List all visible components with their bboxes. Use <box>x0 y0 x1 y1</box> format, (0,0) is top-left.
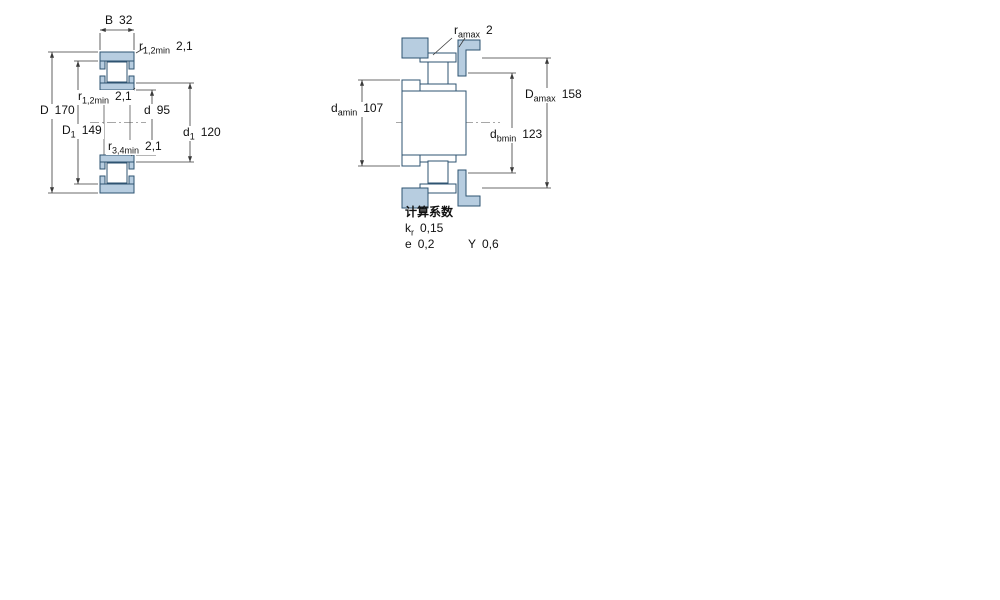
dim-value: 2,1 <box>115 89 132 103</box>
dim-value: 123 <box>522 127 543 141</box>
dim-label-r12-mid: r1,2min 2,1 <box>76 89 134 106</box>
dim-symbol: D <box>525 87 534 101</box>
dim-label-r34: r3,4min 2,1 <box>106 139 164 156</box>
abutment-collar-bottom <box>457 169 481 207</box>
roller-bottom <box>106 162 128 184</box>
housing-shoulder-top <box>401 37 429 59</box>
factor-symbol: e <box>405 237 412 251</box>
right-mounting-diagram <box>358 37 551 209</box>
dim-value: 2 <box>486 23 493 37</box>
dim-label-dbmin: dbmin 123 <box>488 127 545 144</box>
outer-ring-top <box>99 51 135 70</box>
dimension-damin <box>358 79 400 167</box>
dim-label-d: d 95 <box>142 103 173 120</box>
dimension-Damax <box>482 57 551 189</box>
dim-subscript: 1,2min <box>143 45 171 56</box>
dim-symbol: r <box>108 139 112 153</box>
dim-symbol: D <box>62 123 71 137</box>
dimension-B <box>99 27 135 50</box>
dim-value: 107 <box>363 101 384 115</box>
dim-subscript: bmin <box>496 133 517 144</box>
dim-label-r12-top: r1,2min 2,1 <box>137 40 195 55</box>
shaft <box>401 90 467 156</box>
dim-symbol: B <box>105 13 114 27</box>
dim-symbol: r <box>139 39 143 53</box>
dim-label-B: B 32 <box>103 14 134 29</box>
factor-value: 0,6 <box>482 237 499 251</box>
dim-value: 149 <box>81 123 102 137</box>
housing-shoulder-bottom <box>401 187 429 209</box>
factor-Y: Y 0,6 <box>466 238 501 251</box>
dim-label-D1: D1 149 <box>60 123 104 140</box>
dim-symbol: d <box>490 127 497 141</box>
dim-value: 2,1 <box>176 39 193 53</box>
dim-value: 170 <box>54 103 75 117</box>
dim-value: 32 <box>119 13 133 27</box>
dim-subscript: amax <box>458 29 481 40</box>
dim-label-Damax: Damax 158 <box>523 87 584 104</box>
dim-subscript: 3,4min <box>112 145 140 156</box>
dim-label-D: D 170 <box>38 103 77 120</box>
dim-symbol: r <box>78 89 82 103</box>
dim-symbol: d <box>183 125 190 139</box>
dimension-D1 <box>74 60 98 185</box>
dim-subscript: 1,2min <box>82 95 110 106</box>
dimension-dbmin <box>468 72 516 174</box>
dimension-d1 <box>136 82 194 163</box>
bearing-bottom-outline <box>419 154 457 194</box>
dim-label-ramax: ramax 2 <box>452 24 495 39</box>
dim-label-d1: d1 120 <box>181 125 223 142</box>
abutment-collar-top <box>457 39 481 77</box>
dim-label-damin: damin 107 <box>329 101 386 118</box>
dim-symbol: d <box>144 103 151 117</box>
dim-value: 120 <box>200 125 221 139</box>
dim-value: 2,1 <box>145 139 162 153</box>
dim-subscript: amax <box>533 93 556 104</box>
bearing-top-outline <box>419 52 457 92</box>
factor-subscript: r <box>411 227 414 238</box>
dim-subscript: 1 <box>189 131 195 142</box>
factor-kr: kr 0,15 <box>403 222 445 237</box>
dim-symbol: r <box>454 23 458 37</box>
dim-value: 95 <box>156 103 171 117</box>
factor-value: 0,2 <box>417 237 435 251</box>
outer-ring-bottom <box>99 175 135 194</box>
factor-e: e 0,2 <box>403 238 436 251</box>
factors-title: 计算系数 <box>405 205 454 219</box>
ramax-leader-lines <box>432 37 466 56</box>
dimension-D <box>48 51 98 194</box>
factor-symbol: k <box>405 221 411 235</box>
dim-value: 158 <box>561 87 582 101</box>
dim-subscript: 1 <box>70 129 76 140</box>
dim-symbol: d <box>331 101 338 115</box>
factor-value: 0,15 <box>420 221 444 235</box>
roller-top <box>106 61 128 83</box>
factor-symbol: Y <box>468 237 477 251</box>
dim-subscript: amin <box>337 107 358 118</box>
dim-symbol: D <box>40 103 49 117</box>
